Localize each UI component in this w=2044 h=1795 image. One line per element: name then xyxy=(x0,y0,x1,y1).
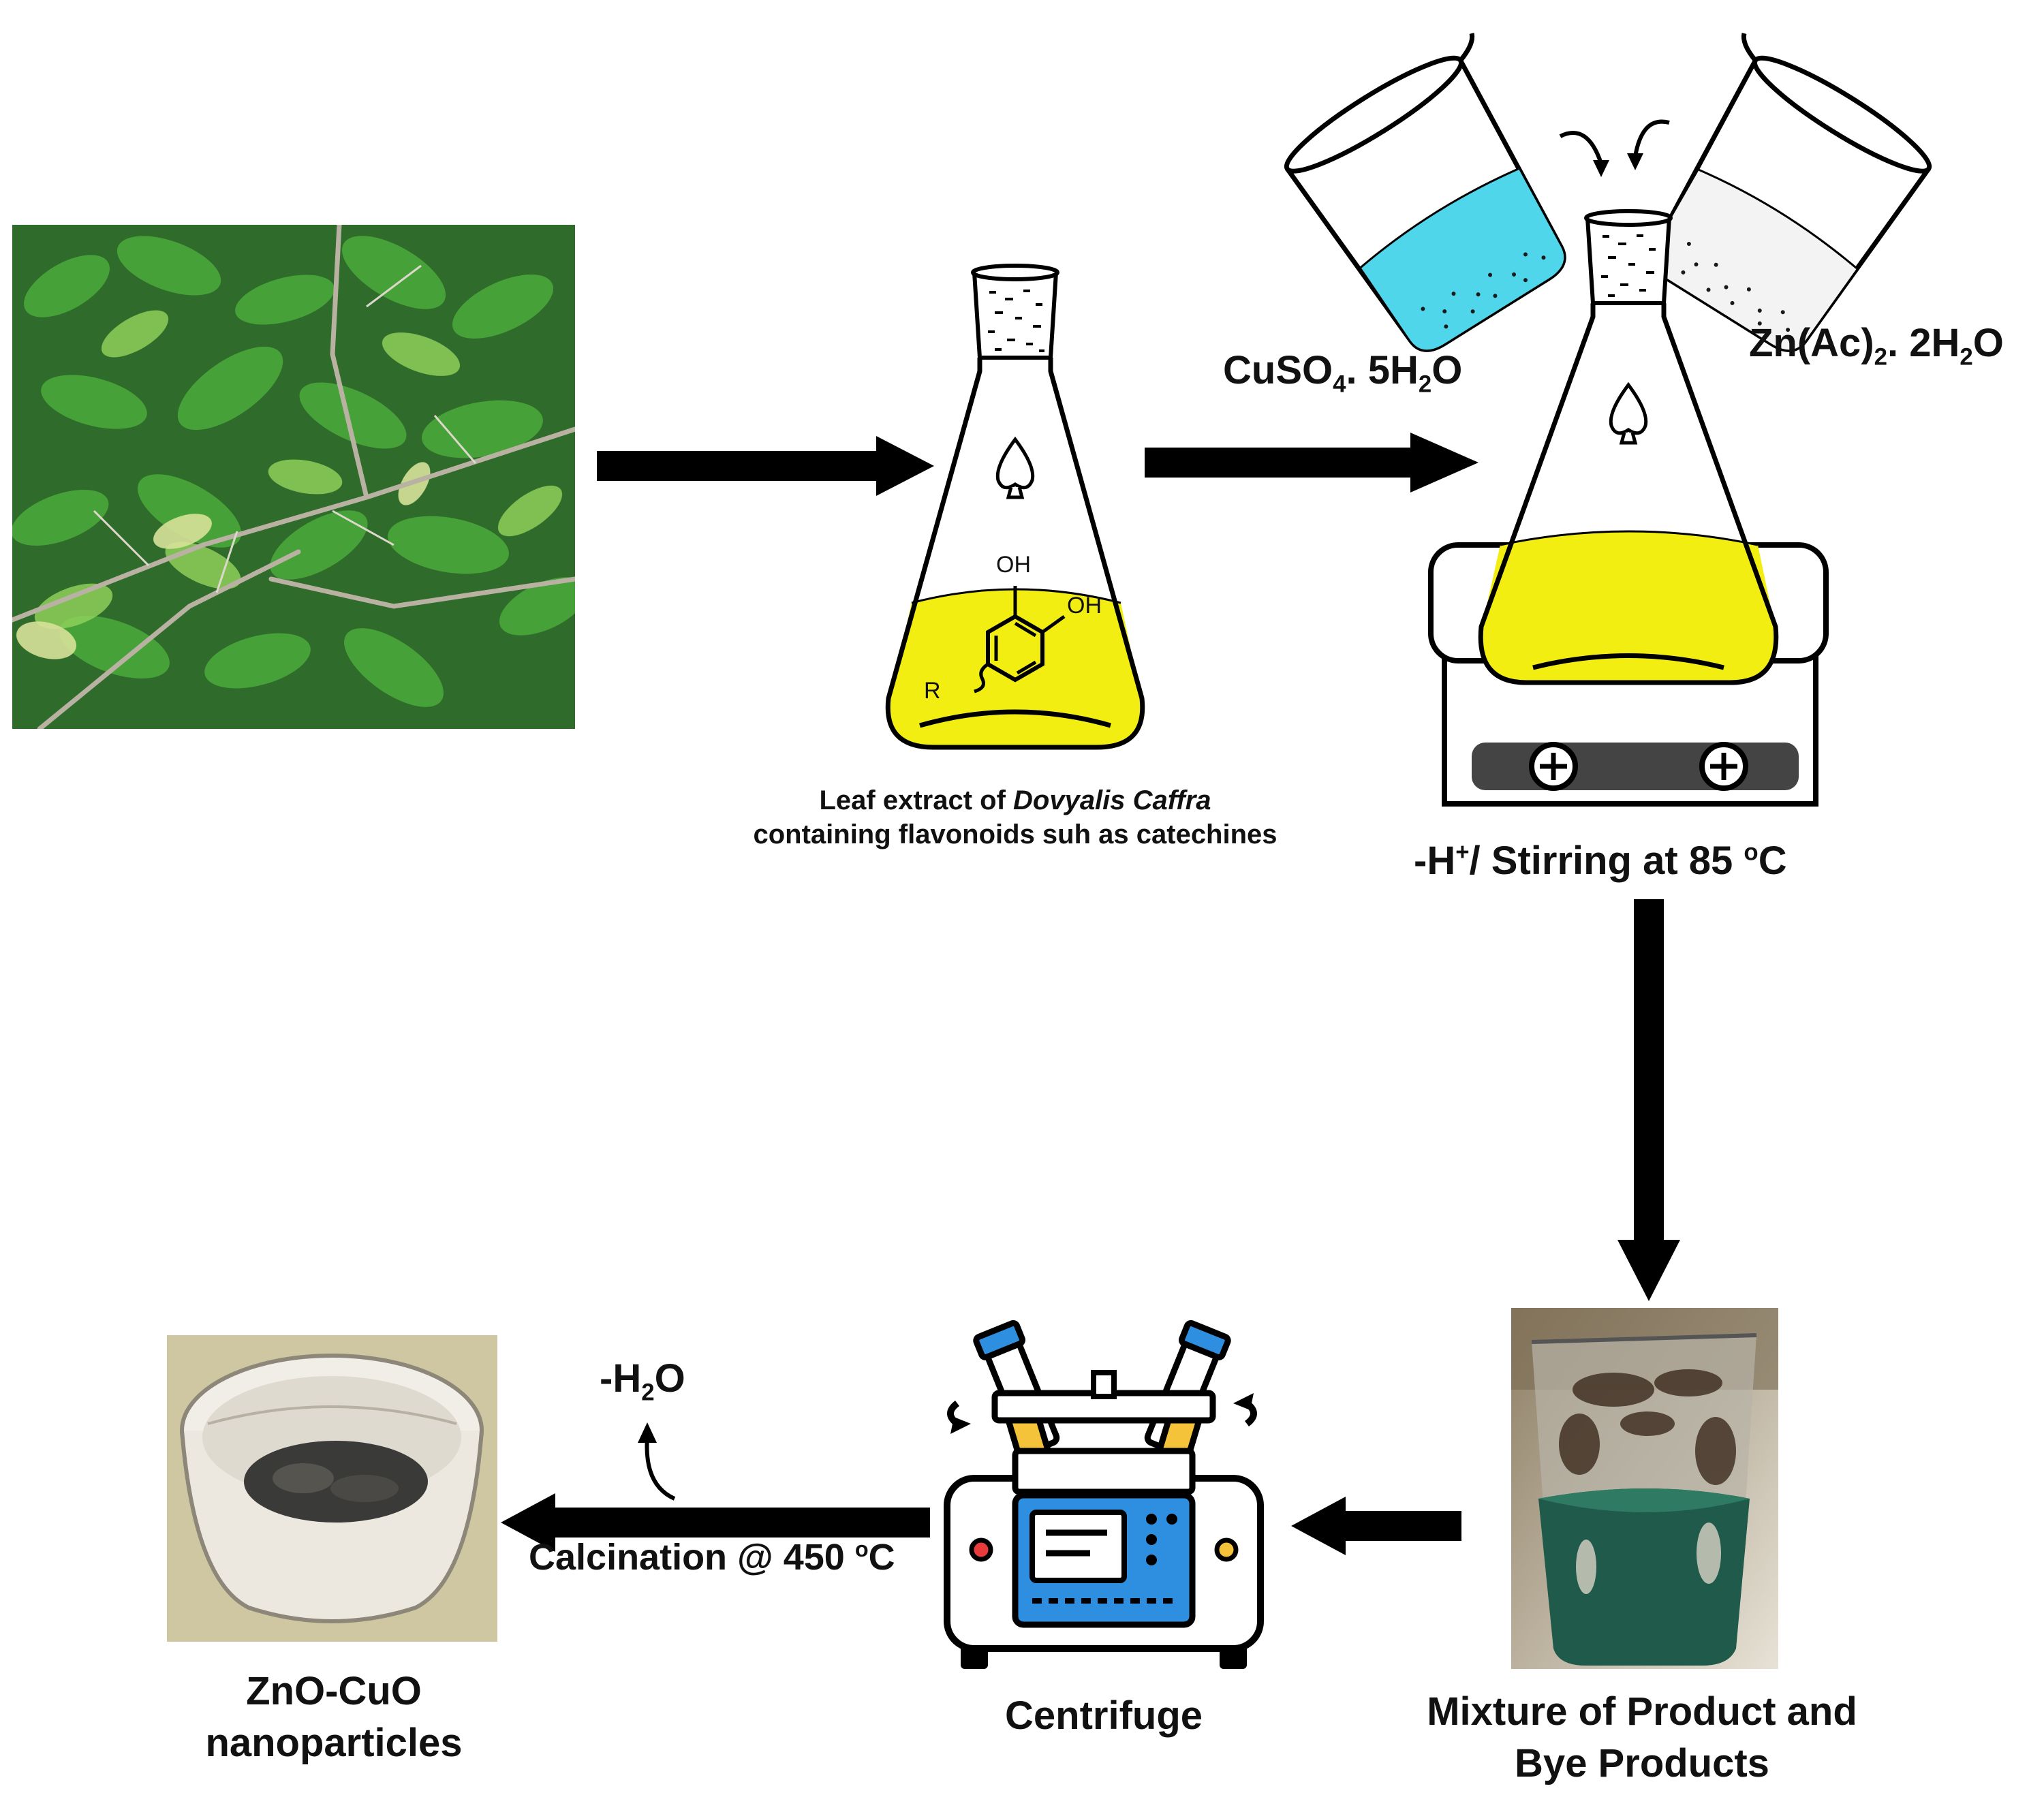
leaf-photo xyxy=(12,225,575,729)
calcination-label: Calcination @ 450 oC xyxy=(529,1536,895,1578)
calcination-text-a: Calcination @ 450 xyxy=(529,1537,855,1578)
stirring-text-b: / Stirring at 85 xyxy=(1469,839,1744,883)
cuso4-sub2: 2 xyxy=(1418,371,1432,398)
calcination-sup: o xyxy=(854,1537,869,1561)
water-text-b: O xyxy=(654,1356,685,1401)
stirring-text-c: C xyxy=(1758,839,1787,883)
pour-arrows xyxy=(1559,119,1670,177)
arrow-left-2 xyxy=(501,1493,930,1552)
crucible-photo xyxy=(167,1335,497,1642)
water-loss-arrow xyxy=(638,1422,676,1501)
product-line2: nanoparticles xyxy=(205,1721,463,1765)
species-name: Dovyalis Caffra xyxy=(1013,785,1211,815)
stirring-label: -H+/ Stirring at 85 oC xyxy=(1414,838,1787,884)
mixture-caption: Mixture of Product and Bye Products xyxy=(1369,1686,1915,1790)
arrow-down xyxy=(1617,899,1680,1301)
cuso4-label: CuSO4. 5H2O xyxy=(1223,347,1462,399)
centrifuge-icon xyxy=(944,1320,1264,1669)
znac-text-c: O xyxy=(1972,321,2004,365)
stirring-text-a: -H xyxy=(1414,839,1456,883)
stirring-sup2: o xyxy=(1744,839,1759,866)
mixture-line1: Mixture of Product and xyxy=(1427,1689,1857,1734)
mixture-photo xyxy=(1511,1308,1778,1669)
hotplate-flask xyxy=(1428,209,1829,807)
cuso4-text-b: . 5H xyxy=(1346,348,1419,392)
r-group-label: R xyxy=(924,678,941,704)
erlenmeyer-flask-extract xyxy=(885,264,1145,750)
oh-label-top: OH xyxy=(996,552,1031,578)
water-text-a: -H xyxy=(600,1356,642,1401)
centrifuge-caption: Centrifuge xyxy=(1005,1693,1203,1738)
beaker-cuso4 xyxy=(1284,33,1566,352)
arrow-right-2 xyxy=(1145,433,1478,493)
cuso4-text-a: CuSO xyxy=(1223,348,1333,392)
water-loss-label: -H2O xyxy=(600,1356,685,1407)
product-line1: ZnO-CuO xyxy=(246,1669,422,1713)
leaf-extract-caption: Leaf extract of Dovyalis Caffra containi… xyxy=(702,783,1329,852)
znac-sub1: 2 xyxy=(1874,343,1887,371)
znac-text-b: . 2H xyxy=(1887,321,1960,365)
water-sub: 2 xyxy=(641,1379,655,1406)
znac-text-a: Zn(Ac) xyxy=(1749,321,1874,365)
calcination-text-b: C xyxy=(868,1537,895,1578)
arrow-right-1 xyxy=(597,436,934,496)
beaker-znac xyxy=(1650,33,1932,352)
znac-sub2: 2 xyxy=(1960,343,1973,371)
product-caption: ZnO-CuO nanoparticles xyxy=(143,1666,525,1769)
cuso4-sub1: 4 xyxy=(1333,371,1346,398)
cuso4-text-c: O xyxy=(1431,348,1463,392)
leaf-extract-line2: containing flavonoids suh as catechines xyxy=(753,820,1278,849)
leaf-extract-prefix: Leaf extract of xyxy=(819,785,1013,815)
mixture-line2: Bye Products xyxy=(1515,1741,1769,1785)
arrow-left-1 xyxy=(1291,1497,1461,1555)
znac-label: Zn(Ac)2. 2H2O xyxy=(1749,320,2004,371)
stirring-sup1: + xyxy=(1455,839,1470,866)
oh-label-right: OH xyxy=(1067,593,1102,619)
